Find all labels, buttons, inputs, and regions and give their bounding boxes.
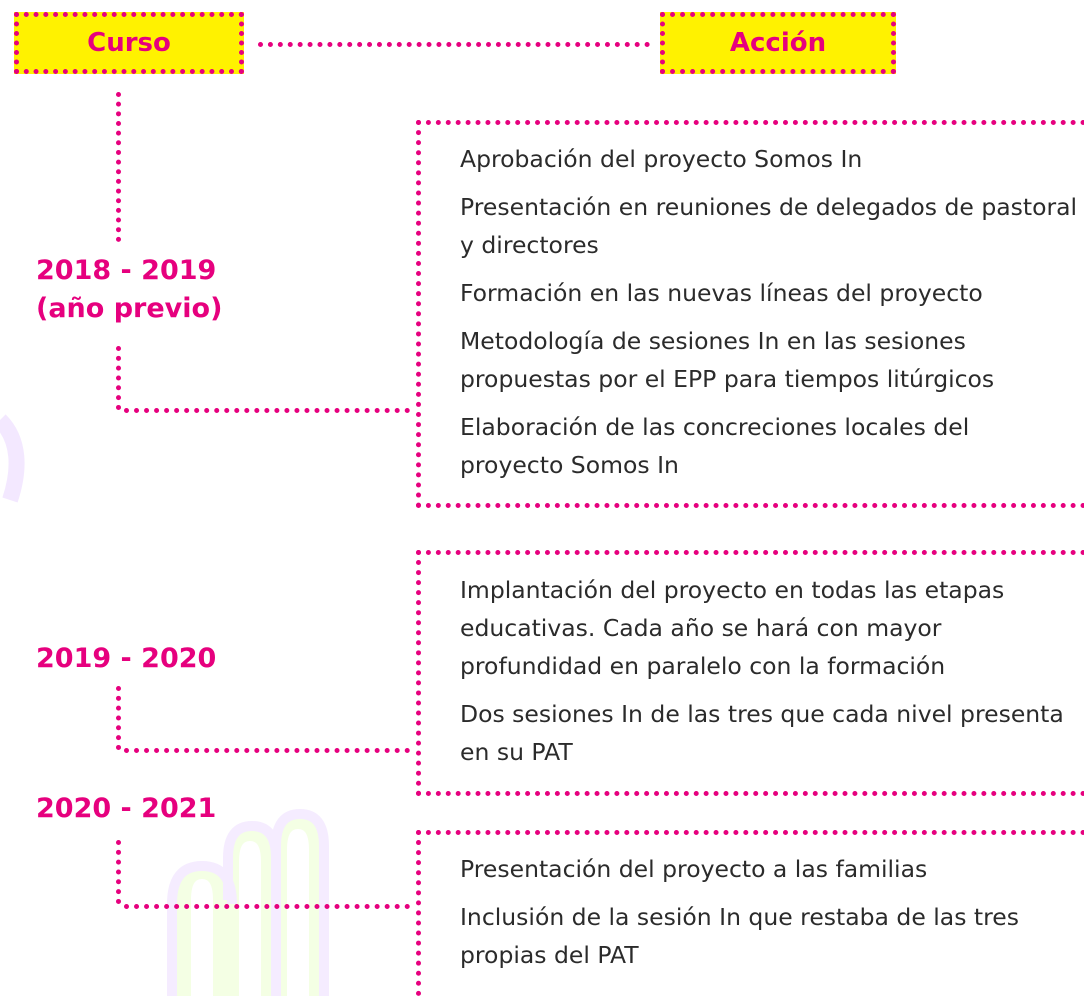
action-item: Inclusión de la sesión In que restaba de… xyxy=(460,903,1019,969)
row3-elbow-horizontal xyxy=(124,904,410,909)
action-item: Dos sesiones In de las tres que cada niv… xyxy=(460,700,1064,766)
action-item: Formación en las nuevas líneas del proye… xyxy=(460,279,983,307)
year-sublabel: (año previo) xyxy=(36,293,223,324)
row2-elbow-vertical xyxy=(116,686,121,750)
accion-header-label: Acción xyxy=(729,28,827,58)
year-label: 2020 - 2021 xyxy=(36,793,217,824)
year-2020-2021: 2020 - 2021 xyxy=(36,790,216,828)
curso-header-label: Curso xyxy=(87,28,171,58)
curso-header-box: Curso xyxy=(14,12,244,74)
action-item: Implantación del proyecto en todas las e… xyxy=(460,576,1005,680)
year-label: 2019 - 2020 xyxy=(36,643,217,674)
action-item: Elaboración de las concreciones locales … xyxy=(460,413,970,479)
row2-elbow-horizontal xyxy=(124,748,410,753)
action-item: Metodología de sesiones In en las sesion… xyxy=(460,327,995,393)
action-item: Presentación del proyecto a las familias xyxy=(460,855,928,883)
year-2018-2019: 2018 - 2019 (año previo) xyxy=(36,252,222,328)
row1-elbow-vertical xyxy=(116,346,121,410)
year-2019-2020: 2019 - 2020 xyxy=(36,640,216,678)
accion-header-box: Acción xyxy=(660,12,896,74)
action-item: Aprobación del proyecto Somos In xyxy=(460,145,863,173)
action-box-2020-2021: Presentación del proyecto a las familias… xyxy=(416,830,1084,996)
header-connector xyxy=(258,42,650,47)
row3-elbow-vertical xyxy=(116,840,121,904)
curso-vertical-connector xyxy=(116,92,121,242)
row1-elbow-horizontal xyxy=(124,408,410,413)
action-item: Presentación en reuniones de delegados d… xyxy=(460,193,1078,259)
action-box-2019-2020: Implantación del proyecto en todas las e… xyxy=(416,550,1084,796)
action-box-2018-2019: Aprobación del proyecto Somos In Present… xyxy=(416,120,1084,508)
year-label: 2018 - 2019 xyxy=(36,255,217,286)
